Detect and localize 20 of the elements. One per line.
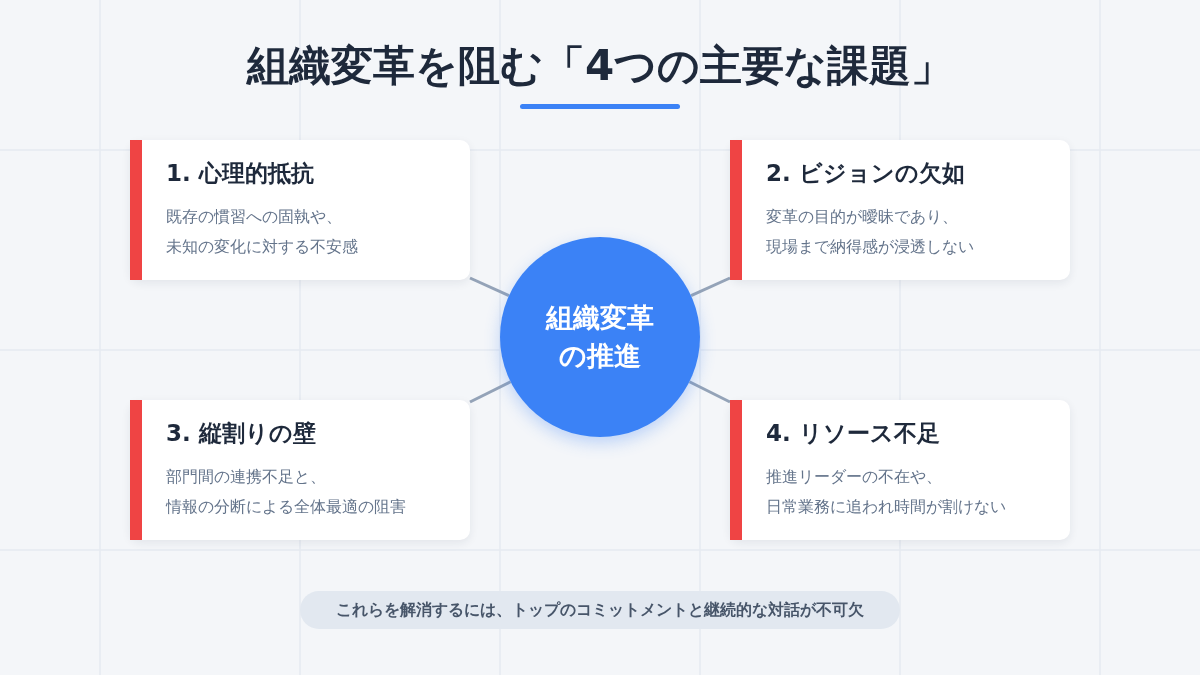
center-circle <box>500 237 700 437</box>
connector-line <box>469 276 510 298</box>
issue-card <box>730 400 1070 540</box>
card-description: 変革の目的が曖昧であり、現場まで納得感が浸透しない <box>766 206 975 258</box>
card-heading: 3. 縦割りの壁 <box>166 419 316 448</box>
connector-line <box>688 380 731 404</box>
connector-line <box>469 380 512 404</box>
card-description: 部門間の連携不足と、情報の分断による全体最適の阻害 <box>166 466 407 518</box>
title: 組織変革を阻む「4つの主要な課題」 <box>245 40 955 92</box>
card-heading: 2. ビジョンの欠如 <box>766 159 965 188</box>
card-description: 推進リーダーの不在や、日常業務に追われ時間が割けない <box>766 466 1007 518</box>
issue-card <box>730 140 1070 280</box>
issue-card <box>130 140 470 280</box>
card-description: 既存の慣習への固執や、未知の変化に対する不安感 <box>166 206 359 258</box>
card-heading: 1. 心理的抵抗 <box>166 159 314 188</box>
circle-label: 組織変革の推進 <box>544 301 655 373</box>
card-heading: 4. リソース不足 <box>766 419 940 448</box>
issue-card <box>130 400 470 540</box>
connector-line <box>690 276 731 298</box>
note-pill: これらを解消するには、トップのコミットメントと継続的な対話が不可欠 <box>300 591 900 629</box>
